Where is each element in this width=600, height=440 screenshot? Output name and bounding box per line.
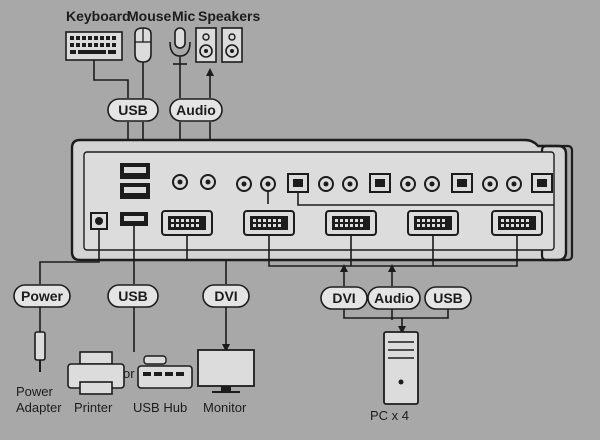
bottom-connection-lines xyxy=(39,192,554,352)
kvm-switch-panel xyxy=(70,138,574,262)
usb-pc-pill: USB xyxy=(424,286,472,310)
power-adapter-icon xyxy=(34,331,46,372)
power-adapter-label-line1: Power xyxy=(16,384,54,399)
power-pill: Power xyxy=(13,284,71,308)
power-jack xyxy=(90,212,108,230)
speaker-left-icon xyxy=(195,27,217,63)
power-adapter-label-line2: Adapter xyxy=(16,400,62,415)
printer-label: Printer xyxy=(74,400,113,415)
power-pill-label: Power xyxy=(21,288,64,304)
usb-top-pill-label: USB xyxy=(118,102,148,118)
monitor-label: Monitor xyxy=(203,400,247,415)
speakers-label: Speakers xyxy=(198,8,260,24)
dvi-pc2-port xyxy=(325,210,377,236)
mouse-label: Mouse xyxy=(127,8,172,24)
monitor-icon xyxy=(197,349,255,393)
or-label: or xyxy=(123,366,135,381)
console-usb-ports xyxy=(120,163,150,199)
keyboard-icon xyxy=(65,31,123,61)
usb-hub-label: USB Hub xyxy=(133,400,187,415)
dvi-pc-pill-label: DVI xyxy=(332,290,355,306)
keyboard-label: Keyboard xyxy=(66,8,131,24)
audio-top-pill-label: Audio xyxy=(176,102,216,118)
audio-pc-pill: Audio xyxy=(367,286,421,310)
dvi-pc1-port xyxy=(243,210,295,236)
mic-label: Mic xyxy=(172,8,196,24)
audio-pc-pill-label: Audio xyxy=(374,290,414,306)
pc2-ports xyxy=(318,173,391,193)
microphone-icon xyxy=(169,27,191,65)
usb-top-pill: USB xyxy=(107,98,159,122)
pc-tower-icon xyxy=(383,331,419,405)
console-audio-jacks xyxy=(172,174,216,190)
pc-label: PC x 4 xyxy=(370,408,409,423)
usb-pc-pill-label: USB xyxy=(433,290,463,306)
speaker-right-icon xyxy=(221,27,243,63)
dvi-pc3-port xyxy=(407,210,459,236)
pc3-ports xyxy=(400,173,473,193)
dvi-console-port xyxy=(161,210,213,236)
dvi-bottom-pill: DVI xyxy=(202,284,250,308)
usb-bottom-pill: USB xyxy=(107,284,159,308)
audio-top-pill: Audio xyxy=(169,98,223,122)
usb-hub-icon xyxy=(137,355,193,389)
usb-peripheral-port xyxy=(120,212,148,226)
dvi-bottom-pill-label: DVI xyxy=(214,288,237,304)
pc4-ports xyxy=(482,173,553,193)
printer-icon xyxy=(67,351,125,395)
usb-bottom-pill-label: USB xyxy=(118,288,148,304)
dvi-pc-pill: DVI xyxy=(320,286,368,310)
dvi-pc4-port xyxy=(491,210,543,236)
mouse-icon xyxy=(134,27,152,63)
